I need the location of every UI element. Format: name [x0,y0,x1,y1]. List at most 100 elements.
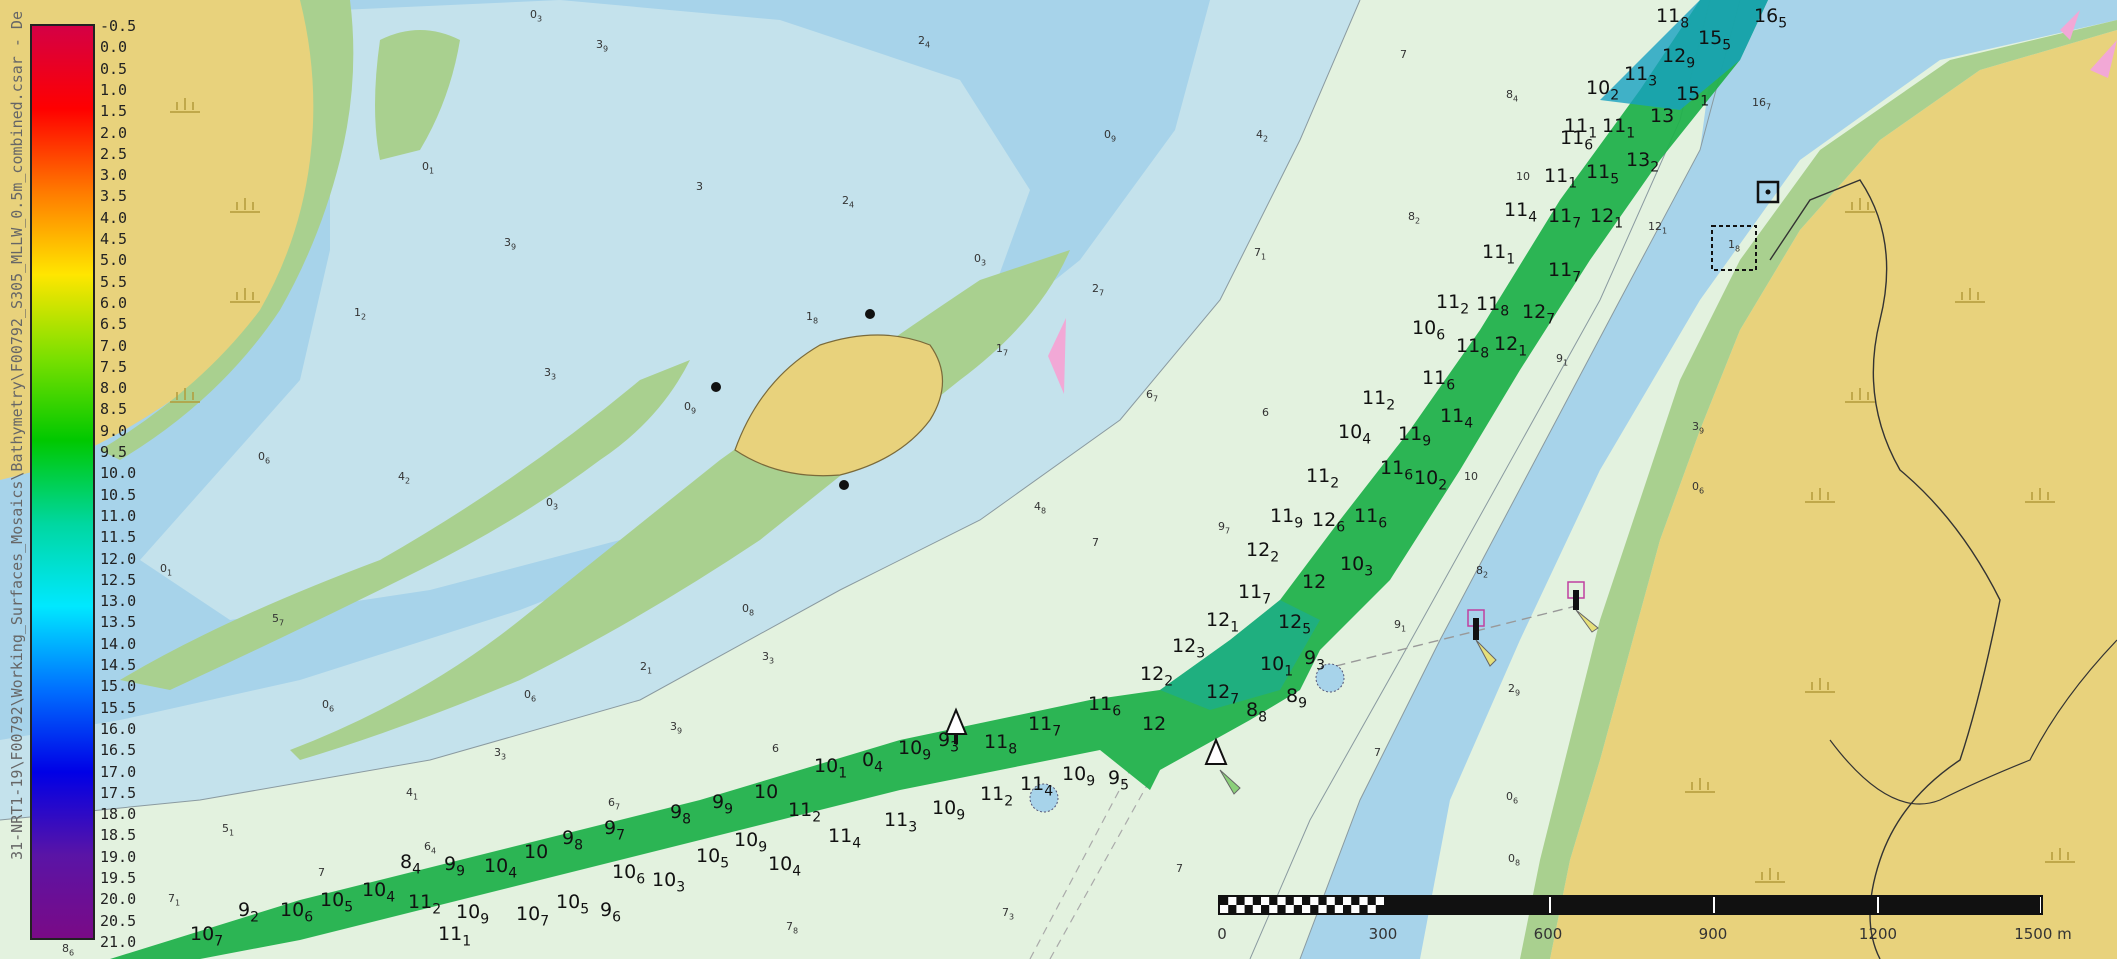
legend-label: 3.0 [100,166,128,185]
legend-label: 12.0 [100,549,137,568]
marsh-symbols [170,98,2075,883]
scale-label: 300 [1368,925,1398,943]
dashed-track [1029,769,1151,959]
legend-label: 6.5 [100,315,128,334]
sand-island [734,334,944,477]
legend-label: 8.5 [100,400,128,419]
legend-label: 14.0 [100,634,137,653]
legend-label: 21.0 [100,933,137,951]
swath-mid-segment [1160,600,1320,710]
legend-label: 6.0 [100,293,128,312]
beacon-icon[interactable] [1204,737,1241,795]
chart-depth: 6 [1262,406,1269,419]
scale-label: 1200 [1858,925,1898,943]
legend-label: 20.5 [100,911,137,930]
legend-label: 13.5 [100,613,137,632]
legend-label: 5.0 [100,251,128,270]
scale-label: 0 [1217,925,1227,943]
legend-label: 12.5 [100,570,137,589]
legend-label: 4.5 [100,230,128,249]
legend-label: 9.5 [100,443,128,462]
legend-label: 2.5 [100,144,128,163]
inner-lagoon [140,0,1030,620]
legend-label: 19.0 [100,847,137,866]
legend-label: 7.5 [100,357,128,376]
legend-label: 8.0 [100,379,128,398]
chart-depth: 7 [318,866,325,879]
legend-label: 18.5 [100,826,137,845]
pink-flag-icon [1048,318,1066,394]
landmark-icon[interactable] [1756,180,1780,204]
danger-circle [1315,663,1345,693]
scale-label: 1500 m [2014,925,2072,943]
legend-labels: -0.5 0.0 0.5 1.0 1.5 2.0 2.5 3.0 3.5 4.0 4.5 5.0 5.5… [100,18,160,950]
legend-label: 2.0 [100,123,128,142]
dashed-track [1319,604,1581,671]
legend-label: 17.5 [100,783,137,802]
pink-flag-icon [2060,10,2117,78]
land-east [1550,30,2117,959]
legend-label: 16.0 [100,719,137,738]
scale-bar-pattern [1220,897,2040,913]
legend-label: 0.0 [100,38,128,57]
chart-depth: 7 [1374,746,1381,759]
buoy-icon[interactable] [1567,581,1599,633]
swath-deep-segment [1600,0,1768,110]
legend-label: 5.5 [100,272,128,291]
chart-depth: 10 [1516,170,1530,183]
scale-bar-body [1218,895,2043,915]
legend-label: 15.0 [100,677,137,696]
legend-label: 3.5 [100,187,128,206]
buoy-icon[interactable] [1467,609,1497,667]
legend-label: 13.0 [100,592,137,611]
legend-label: 10.0 [100,464,137,483]
legend-label: -0.5 [100,17,137,35]
chart-depth: 6 [772,742,779,755]
bathymetry-swath [110,0,1768,959]
scale-label: 600 [1533,925,1563,943]
legend-label: 17.0 [100,762,137,781]
chart-depth: 10 [1464,470,1478,483]
marsh-east-edge [1520,20,2117,959]
legend-label: 18.0 [100,805,137,824]
sounding: 10 [754,781,778,803]
depth-contour [0,0,1361,821]
legend-label: 9.0 [100,421,128,440]
legend-label: 7.0 [100,336,128,355]
legend-label: 4.0 [100,208,128,227]
obstruction-area [1711,225,1757,271]
layer-path-label: 31-NRT1-19\F00792\Working_Surfaces_Mosai… [8,11,26,860]
depth-color-legend [30,24,95,940]
danger-circle [1029,783,1059,813]
legend-label: 1.0 [100,80,128,99]
chart-depth: 3 [696,180,703,193]
legend-label: 19.5 [100,869,137,888]
green-shoal-west [120,360,690,690]
color-ramp [32,26,93,938]
shoreline [1769,179,2001,959]
rock-icon [839,480,849,490]
sounding: 10 [524,841,548,863]
beacon-icon[interactable] [944,707,968,744]
east-shallow [1300,0,2117,959]
chart-depth: 7 [1092,536,1099,549]
legend-label: 1.5 [100,102,128,121]
legend-label: 0.5 [100,59,128,78]
sounding: 12 [1302,571,1326,593]
shoreline [1829,639,2117,805]
rock-icon [865,309,875,319]
marsh-west-edge [100,0,354,460]
rock-icon [711,382,721,392]
sounding: 13 [1650,105,1674,127]
chart-depth: 7 [1400,48,1407,61]
legend-label: 16.5 [100,741,137,760]
legend-label: 10.5 [100,485,137,504]
legend-label: 11.0 [100,506,137,525]
legend-label: 20.0 [100,890,137,909]
legend-label: 11.5 [100,528,137,547]
scale-bar: 0 300 600 900 1200 1500 m [1217,895,2072,945]
chart-depth: 7 [1176,862,1183,875]
scale-label: 900 [1698,925,1728,943]
